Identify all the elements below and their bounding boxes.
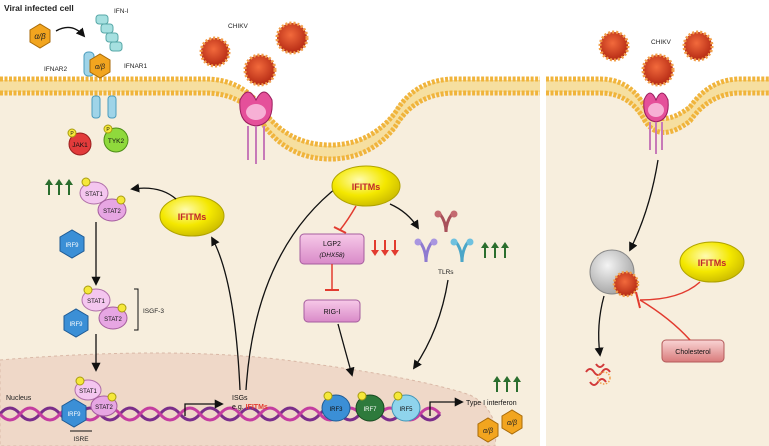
released-viral-genome: [585, 363, 611, 386]
chikv-receptor: [239, 91, 273, 164]
ifnar2-label: IFNAR2: [44, 66, 68, 73]
svg-text:P: P: [70, 131, 74, 137]
tlr-receptors: [414, 210, 474, 263]
irf3-node: IRF3: [321, 391, 351, 422]
tlrs-label: TLRs: [438, 269, 454, 276]
ifn-upregulation-arrows: [493, 376, 521, 392]
ifn-alpha-beta-ligand: α/β: [29, 23, 51, 49]
secreted-ifn-ligand-2: α/β: [501, 409, 523, 435]
svg-text:IFITMs: IFITMs: [352, 182, 381, 192]
irf5-node: IRF5: [391, 391, 421, 422]
isgf3-bracket: [134, 288, 139, 331]
svg-text:α/β: α/β: [95, 64, 105, 71]
chikv-label: CHIKV: [228, 23, 249, 30]
arrow-entry-to-endosome: [629, 159, 659, 252]
arrow-tlrs-to-irf: [412, 279, 449, 370]
jak1-node: JAK1 P: [67, 128, 92, 156]
isgf3-on-dna: STAT1 STAT2 IRF9: [61, 376, 118, 428]
tyk2-node: TYK2 P: [103, 124, 129, 153]
cholesterol-to-fusion: [639, 299, 691, 341]
svg-text:Cholesterol: Cholesterol: [675, 349, 711, 356]
ifitms-node-left: IFITMs: [159, 195, 225, 237]
svg-text:α/β: α/β: [34, 32, 46, 41]
svg-text:LGP2: LGP2: [323, 241, 341, 248]
stat-upregulation-arrows: [45, 179, 73, 195]
ifnar1-label: IFNAR1: [124, 63, 148, 70]
left-panel: Viral infected cell α/β IFN-I IFNAR1 IFN…: [0, 3, 540, 446]
svg-text:IRF3: IRF3: [329, 407, 343, 413]
svg-text:IRF9: IRF9: [65, 243, 79, 249]
svg-text:α/β: α/β: [483, 428, 493, 435]
svg-text:STAT2: STAT2: [104, 317, 122, 323]
type1-ifn-label: Type I interferon: [466, 400, 517, 407]
nucleus: [0, 352, 497, 446]
ifitms-inhibits-fusion: [639, 281, 701, 301]
secreted-ifn-ligand-1: α/β: [477, 417, 499, 443]
right-chikv-receptor: [643, 92, 669, 154]
irf7-node: IRF7: [355, 391, 385, 422]
svg-text:(DHX58): (DHX58): [319, 252, 344, 259]
chikv-virions: [199, 21, 309, 87]
ifitms-node-right: IFITMs: [679, 241, 745, 283]
svg-text:STAT1: STAT1: [79, 389, 97, 395]
lgp2-box: LGP2 (DHX58): [299, 233, 365, 265]
arrow-ifitms-to-stat: [130, 183, 177, 200]
isre-label: ISRE: [73, 436, 89, 443]
panel-title: Viral infected cell: [4, 3, 74, 13]
right-chikv-label: CHIKV: [651, 39, 672, 46]
svg-text:IFITMs: IFITMs: [698, 258, 727, 268]
svg-text:RIG-I: RIG-I: [324, 309, 341, 316]
svg-text:P: P: [106, 127, 110, 133]
stat-complex-phospho: STAT1 STAT2: [79, 177, 127, 222]
ifitms-inhibits-lgp2: [339, 205, 357, 231]
tlr-upregulation-arrows: [481, 242, 509, 258]
right-chikv-virions: [598, 30, 714, 87]
svg-text:TYK2: TYK2: [108, 138, 125, 145]
arrow-ifitms-to-tlrs: [389, 203, 419, 230]
lgp2-downregulation-arrows: [371, 240, 399, 256]
svg-text:IRF5: IRF5: [399, 407, 413, 413]
ifn-label: IFN-I: [114, 8, 129, 15]
rigi-box: RIG-I: [303, 299, 361, 323]
svg-text:JAK1: JAK1: [72, 142, 88, 149]
svg-text:IFITMs: IFITMs: [178, 212, 207, 222]
fusion-inhibition-bar: [635, 291, 641, 309]
endosome: [589, 249, 640, 298]
ifitms-inhibits-lgp2-bar: [333, 226, 347, 234]
arrow-endosome-to-release: [594, 295, 605, 357]
cholesterol-box: Cholesterol: [661, 339, 725, 363]
receptor-bound-ligand: α/β: [89, 53, 111, 79]
isgs-example: e.g. IFITMs: [232, 404, 268, 411]
svg-text:STAT2: STAT2: [95, 405, 113, 411]
svg-text:STAT2: STAT2: [103, 209, 121, 215]
svg-text:α/β: α/β: [507, 420, 517, 427]
ligand-arrow: [55, 26, 86, 38]
svg-text:IRF9: IRF9: [67, 412, 81, 418]
svg-text:STAT1: STAT1: [85, 192, 103, 198]
ifitms-node-center: IFITMs: [331, 165, 401, 207]
ifnar1-receptor: [95, 14, 123, 119]
arrow-isg-to-ifitms-center: [245, 183, 342, 391]
right-panel: CHIKV IFITMs Cholesterol: [546, 30, 769, 446]
isgf3-complex: STAT1 STAT2 IRF9: [63, 285, 128, 338]
ifn-transcription-arrow: [429, 397, 464, 416]
right-membrane-tails: [546, 80, 769, 132]
isgs-label: ISGs: [232, 395, 248, 402]
nucleus-label: Nucleus: [6, 395, 32, 402]
svg-text:STAT1: STAT1: [87, 299, 105, 305]
isg-transcription-arrow: [184, 399, 224, 416]
right-membrane-inner: [546, 90, 769, 135]
svg-text:IRF7: IRF7: [363, 407, 377, 413]
svg-text:IRF9: IRF9: [69, 322, 83, 328]
arrow-rigi-to-irf: [337, 323, 355, 377]
isgf3-label: ISGF-3: [143, 308, 164, 315]
irf9-node: IRF9: [59, 229, 85, 259]
arrow-isg-to-ifitms-left: [211, 236, 241, 391]
